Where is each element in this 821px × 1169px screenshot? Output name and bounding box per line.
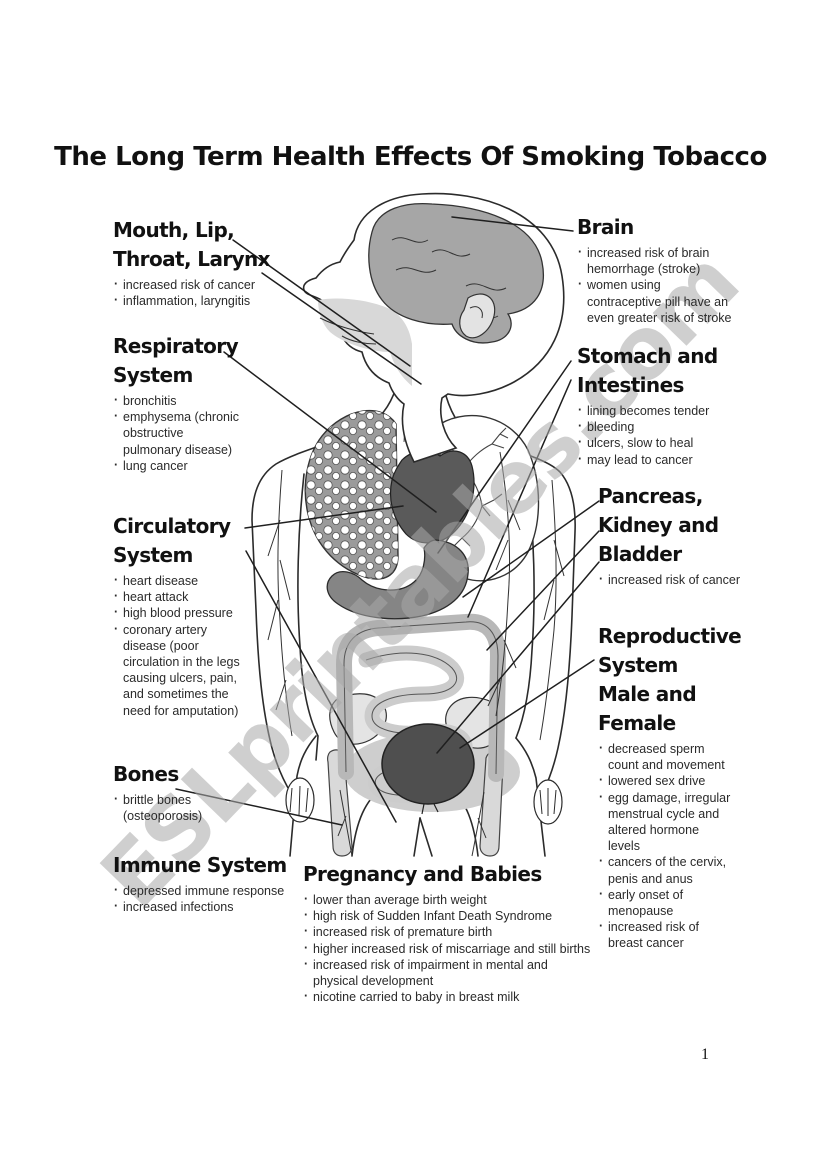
bullet-item: coronary artery disease (poor circulatio… xyxy=(113,621,247,719)
section-heading: Immune System xyxy=(113,853,287,877)
bullet-item: women using contraceptive pill have an e… xyxy=(577,276,735,326)
bullet-item: heart disease xyxy=(113,572,247,589)
section-heading: Mouth, Lip, xyxy=(113,218,235,242)
bullet-item: higher increased risk of miscarriage and… xyxy=(303,940,593,957)
section-heading: System xyxy=(598,653,678,677)
bullet-item: heart attack xyxy=(113,588,247,605)
bullet-item: bleeding xyxy=(577,418,737,435)
bullet-item: lowered sex drive xyxy=(598,772,734,789)
section-heading: Brain xyxy=(577,215,634,239)
section-pregnancy-and-babies: Pregnancy and Babies lower than average … xyxy=(303,860,599,1005)
section-pancreas-kidney-bladder: Pancreas, Kidney and Bladder increased r… xyxy=(598,482,748,588)
page-title: The Long Term Health Effects Of Smoking … xyxy=(54,142,767,172)
section-heading: Kidney and xyxy=(598,513,719,537)
section-heading: Intestines xyxy=(577,373,684,397)
section-stomach-intestines: Stomach and Intestines lining becomes te… xyxy=(577,342,737,468)
section-heading: Female xyxy=(598,711,676,735)
bullet-item: depressed immune response xyxy=(113,882,293,899)
bullet-item: high blood pressure xyxy=(113,604,247,621)
bullet-item: increased risk of premature birth xyxy=(303,923,593,940)
bullet-item: decreased sperm count and movement xyxy=(598,740,734,773)
bullet-item: increased infections xyxy=(113,898,293,915)
section-brain: Brain increased risk of brain hemorrhage… xyxy=(577,213,737,326)
bullet-item: increased risk of cancer xyxy=(113,276,283,293)
page-number: 1 xyxy=(701,1046,709,1063)
bullet-item: ulcers, slow to heal xyxy=(577,434,737,451)
section-heading: Respiratory xyxy=(113,334,239,358)
section-heading: System xyxy=(113,543,193,567)
bullet-item: may lead to cancer xyxy=(577,451,737,468)
bullet-item: lining becomes tender xyxy=(577,402,737,419)
section-bones: Bones brittle bones (osteoporosis) xyxy=(113,760,263,824)
bullet-item: increased risk of brain hemorrhage (stro… xyxy=(577,244,735,277)
section-reproductive-system: Reproductive System Male and Female decr… xyxy=(598,622,742,952)
section-mouth-lip-throat-larynx: Mouth, Lip, Throat, Larynx increased ris… xyxy=(113,216,283,309)
bullet-item: brittle bones (osteoporosis) xyxy=(113,791,213,824)
section-immune-system: Immune System depressed immune response … xyxy=(113,851,293,915)
bullet-item: egg damage, irregular menstrual cycle an… xyxy=(598,789,734,855)
section-heading: Throat, Larynx xyxy=(113,247,271,271)
bullet-item: increased risk of cancer xyxy=(598,571,748,588)
section-heading: Bones xyxy=(113,762,179,786)
section-heading: Pregnancy and Babies xyxy=(303,862,542,886)
section-heading: Bladder xyxy=(598,542,682,566)
section-respiratory-system: Respiratory System bronchitis emphysema … xyxy=(113,332,263,474)
bullet-item: high risk of Sudden Infant Death Syndrom… xyxy=(303,907,593,924)
section-heading: Reproductive xyxy=(598,624,742,648)
section-heading: Stomach and xyxy=(577,344,718,368)
bullet-item: early onset of menopause xyxy=(598,886,734,919)
section-circulatory-system: Circulatory System heart disease heart a… xyxy=(113,512,263,719)
bullet-item: lung cancer xyxy=(113,457,243,474)
bullet-item: inflammation, laryngitis xyxy=(113,292,283,309)
bullet-item: nicotine carried to baby in breast milk xyxy=(303,988,593,1005)
bullet-item: lower than average birth weight xyxy=(303,891,593,908)
bullet-item: emphysema (chronic obstructive pulmonary… xyxy=(113,408,243,458)
section-heading: Pancreas, xyxy=(598,484,703,508)
section-heading: Male and xyxy=(598,682,697,706)
bullet-item: increased risk of breast cancer xyxy=(598,918,734,951)
section-heading: Circulatory xyxy=(113,514,231,538)
bullet-item: bronchitis xyxy=(113,392,243,409)
section-heading: System xyxy=(113,363,193,387)
bullet-item: increased risk of impairment in mental a… xyxy=(303,956,593,989)
bullet-item: cancers of the cervix, penis and anus xyxy=(598,853,734,886)
